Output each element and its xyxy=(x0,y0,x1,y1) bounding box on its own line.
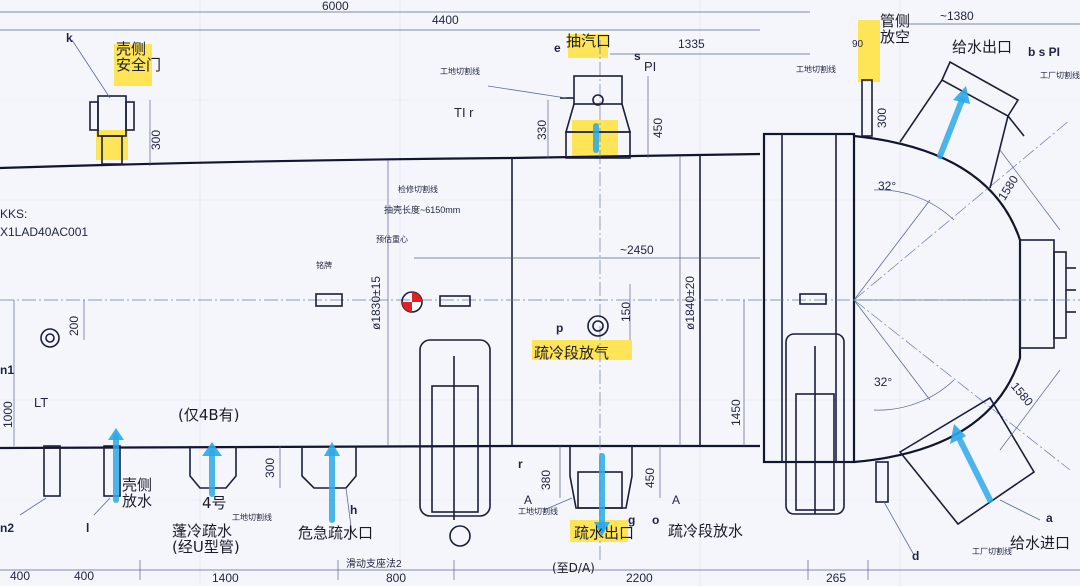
note-shell-drain: 壳侧 放水 xyxy=(122,476,153,510)
note-drain-out: 疏水出口 xyxy=(574,524,635,542)
dim-bottom-800: 800 xyxy=(386,571,407,585)
dim-4400: 4400 xyxy=(432,13,459,27)
dim-bottom-400a: 400 xyxy=(10,569,31,583)
dim-300-bottom: 300 xyxy=(263,457,277,478)
label-pi: PI xyxy=(644,59,657,74)
dim-200: 200 xyxy=(67,315,81,336)
dim-1830: ø1830±15 xyxy=(369,276,383,330)
label-lt: LT xyxy=(34,395,49,410)
dim-450-bottom: 450 xyxy=(643,467,657,488)
note-safety-valve: 壳侧 安全门 xyxy=(116,40,162,74)
label-r: r xyxy=(518,457,523,471)
dim-150: 150 xyxy=(619,301,633,322)
dim-bottom-1400: 1400 xyxy=(212,571,239,585)
dim-2450: ~2450 xyxy=(620,243,654,257)
dim-6000: 6000 xyxy=(322,0,349,13)
label-A-left: A xyxy=(524,493,533,507)
dimension-lines xyxy=(0,11,1080,580)
dim-1335: 1335 xyxy=(678,37,705,51)
angle-top: 32° xyxy=(878,179,897,193)
note-cooling-vent: 疏冷段放气 xyxy=(534,344,610,362)
cut-line-2: 工地切割线 xyxy=(796,65,836,74)
dim-1840: ø1840±20 xyxy=(683,276,697,330)
label-s: s xyxy=(634,49,641,63)
label-g: g xyxy=(628,513,636,527)
label-p: p xyxy=(556,321,564,335)
label-h: h xyxy=(350,503,358,517)
dim-1450: 1450 xyxy=(729,399,743,426)
feedwater-outlet-nozzle xyxy=(899,60,1025,189)
cut-line-3: 工地切割线 xyxy=(232,513,272,522)
cut-line-4: 工地切割线 xyxy=(518,507,558,516)
dim-450-top: 450 xyxy=(651,117,665,138)
note-inlet: 抽汽口 xyxy=(566,32,612,50)
note-shell-vent: 管侧 放空 xyxy=(880,12,911,46)
highlights xyxy=(96,20,880,542)
repair-cut-line: 检修切割线 xyxy=(398,185,438,194)
note-cooling-drain: 疏冷段放水 xyxy=(668,522,744,540)
shell-body xyxy=(0,132,1076,464)
cog: 预估重心 xyxy=(376,235,408,244)
label-n1: n1 xyxy=(0,363,15,377)
note-no4: 4号 xyxy=(202,494,227,512)
extract-length: 抽壳长度~6150mm xyxy=(384,205,461,215)
label-k: k xyxy=(66,31,73,45)
sliding-support: 滑动支座法2 xyxy=(346,559,402,570)
label-o: o xyxy=(652,513,660,527)
note-pipe-to: (至D/A) xyxy=(552,561,595,575)
factory-cut-2: 工厂切割线 xyxy=(972,547,1012,556)
dim-300-top-right: 300 xyxy=(875,107,889,128)
label-l: l xyxy=(86,521,90,535)
markers xyxy=(40,291,827,348)
dim-bottom-265: 265 xyxy=(826,571,847,585)
dim-bottom-400b: 400 xyxy=(74,569,95,583)
label-b-s-pi: b s PI xyxy=(1028,45,1061,59)
note-feedwater-in: 给水进口 xyxy=(1010,534,1071,552)
kks-title: KKS: xyxy=(0,207,28,221)
label-A-right: A xyxy=(672,493,681,507)
label-a: a xyxy=(1046,511,1053,525)
dim-bottom-2200: 2200 xyxy=(626,571,653,585)
flow-arrows xyxy=(108,86,993,536)
dim-90: 90 xyxy=(852,39,864,50)
kks-code: X1LAD40AC001 xyxy=(0,225,89,239)
note-only-4b: (仅4B有) xyxy=(178,406,240,424)
factory-cut-1: 工厂切割线 xyxy=(1040,71,1080,80)
label-tir: TI r xyxy=(454,105,474,120)
label-e: e xyxy=(554,41,561,55)
dim-1000: 1000 xyxy=(1,401,15,428)
dim-1380: ~1380 xyxy=(940,9,974,23)
note-feedwater-out: 给水出口 xyxy=(952,38,1013,56)
dim-300-k: 300 xyxy=(149,129,163,150)
cut-line-1: 工地切割线 xyxy=(440,67,480,76)
nameplate: 铭牌 xyxy=(316,261,332,270)
label-n2: n2 xyxy=(0,521,15,535)
nozzle-k xyxy=(89,95,135,165)
dim-330: 330 xyxy=(535,119,549,140)
note-drain-in: 蓬冷疏水 (经U型管) xyxy=(172,522,240,556)
note-emergency-drain: 危急疏水口 xyxy=(298,524,374,542)
nozzle-vent xyxy=(861,79,873,137)
dim-380: 380 xyxy=(539,469,553,490)
label-d: d xyxy=(912,549,920,563)
angle-bottom: 32° xyxy=(874,375,893,389)
